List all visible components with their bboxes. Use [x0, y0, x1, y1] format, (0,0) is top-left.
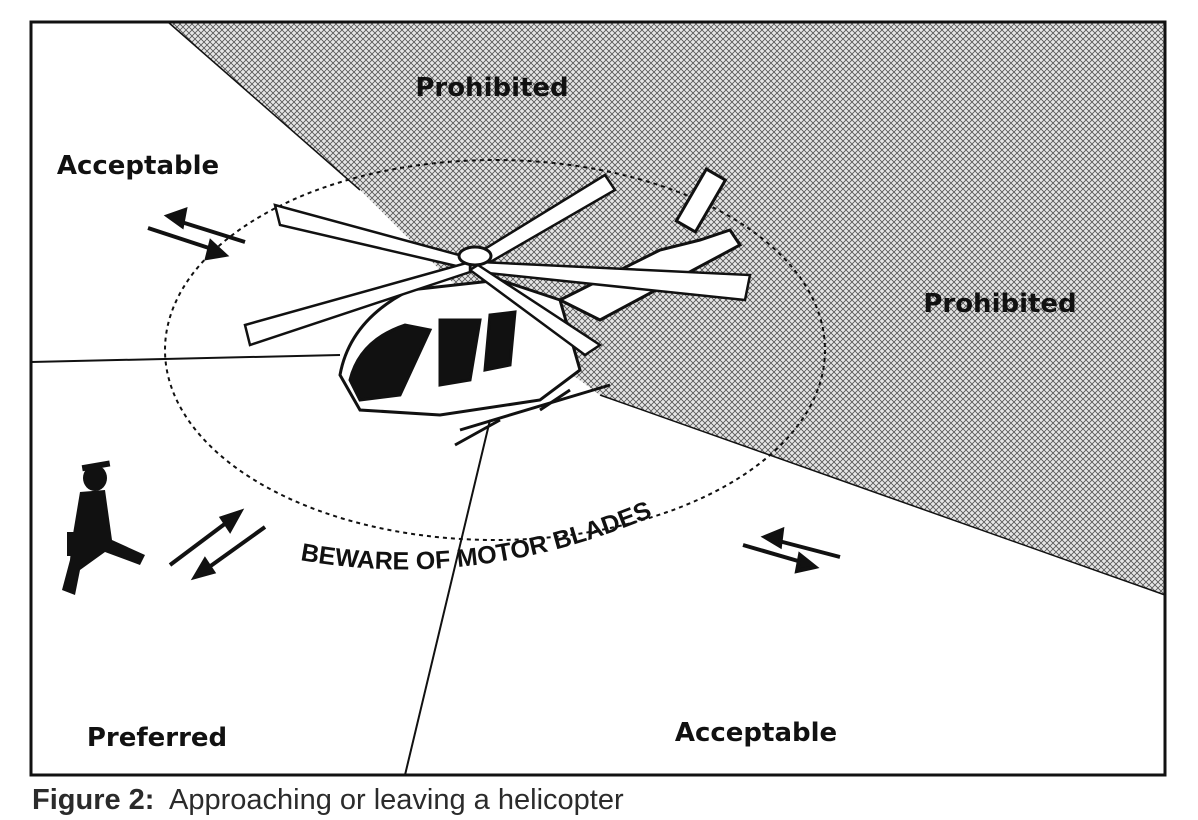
arrows-acceptable-bottom	[742, 526, 841, 574]
zone-divider-right	[599, 394, 1166, 596]
person-icon	[62, 460, 145, 595]
arrows-preferred	[168, 508, 267, 581]
diagram-frame	[29, 20, 1167, 777]
zone-divider-left	[30, 354, 341, 363]
zone-label-prohibited-top: Prohibited	[415, 73, 568, 103]
caption-text: Approaching or leaving a helicopter	[168, 784, 624, 816]
arrows-acceptable-left	[147, 206, 246, 261]
rotor-warning: BEWARE OF MOTOR BLADES	[299, 496, 655, 576]
figure-caption: Figure 2: Approaching or leaving a helic…	[32, 784, 624, 817]
zone-label-acceptable-left: Acceptable	[57, 151, 219, 181]
helicopter-icon	[243, 166, 752, 447]
caption-label: Figure 2:	[32, 784, 155, 816]
zone-divider-bottom	[404, 419, 491, 776]
rotor-danger-circle	[164, 159, 826, 541]
zone-label-acceptable-bottom: Acceptable	[675, 718, 837, 748]
zone-label-prohibited-right: Prohibited	[923, 289, 1076, 319]
rotor-warning-text: BEWARE OF MOTOR BLADES	[299, 496, 655, 576]
zone-divider-top	[167, 21, 361, 191]
zone-label-preferred: Preferred	[87, 723, 227, 753]
